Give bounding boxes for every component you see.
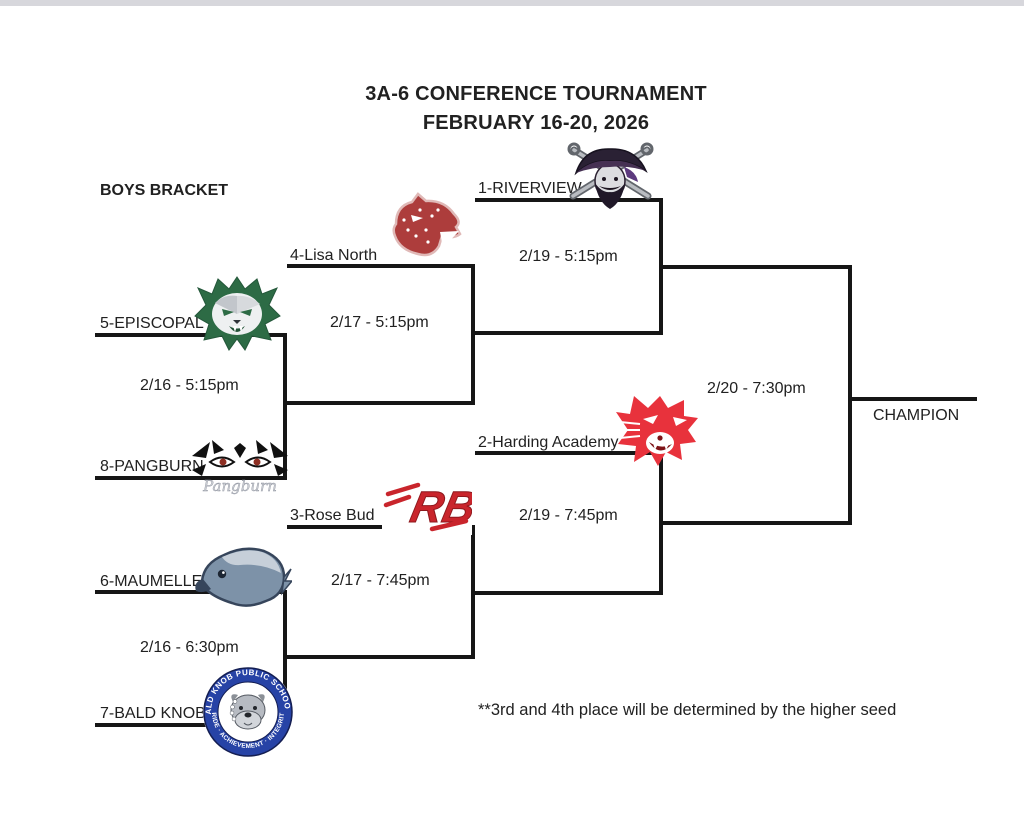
team-rose-bud-label: 3-Rose Bud (290, 507, 375, 524)
bracket-connector-r1-top (283, 333, 287, 480)
bracket-line-pangburn (95, 476, 287, 480)
team-riverview-label: 1-RIVERVIEW (478, 180, 582, 197)
bracket-line-qf-bottom-winner (471, 591, 663, 595)
game-time-r1-bottom: 2/16 - 6:30pm (140, 639, 239, 656)
bracket-line-lisa-north (287, 264, 475, 268)
tournament-title: 3A-6 CONFERENCE TOURNAMENT FEBRUARY 16-2… (46, 80, 1024, 138)
rose-bud-monogram-text: RB (406, 483, 472, 531)
tiger-eyes-icon: Pangburn (192, 440, 288, 495)
game-time-qf-top: 2/17 - 5:15pm (330, 314, 429, 331)
team-pangburn-label: 8-PANGBURN (100, 458, 204, 475)
bulldog-badge-icon: BALD KNOB PUBLIC SCHOOLS PRIDE · ACHIEVE… (202, 666, 293, 757)
pangburn-script-text: Pangburn (202, 477, 277, 495)
bracket-line-r1-bottom-winner (283, 655, 475, 659)
team-lisa-north-label: 4-Lisa North (290, 247, 378, 264)
champion-label: CHAMPION (873, 407, 960, 424)
team-episcopal-label: 5-EPISCOPAL (100, 315, 204, 332)
game-time-qf-bottom: 2/17 - 7:45pm (331, 572, 430, 589)
bracket-line-sf-bottom-winner (659, 521, 852, 525)
team-harding-academy-label: 2-Harding Academy (478, 434, 619, 451)
bracket-line-champion (848, 397, 977, 401)
bracket-line-bald-knob (95, 723, 287, 727)
game-time-sf-bottom: 2/19 - 7:45pm (519, 507, 618, 524)
pirate-icon (567, 142, 654, 209)
game-time-r1-top: 2/16 - 5:15pm (140, 377, 239, 394)
title-line1: 3A-6 CONFERENCE TOURNAMENT (365, 83, 707, 105)
game-time-sf-top: 2/19 - 5:15pm (519, 248, 618, 265)
team-maumelle-label: 6-MAUMELLE (100, 573, 203, 590)
hawk-icon (195, 547, 292, 607)
bracket-line-r1-top-winner (283, 401, 475, 405)
red-wildcat-icon (616, 396, 698, 466)
title-line2: FEBRUARY 16-20, 2026 (422, 112, 650, 134)
rb-monogram-icon: RB (382, 477, 472, 535)
team-bald-knob-label: 7-BALD KNOB (100, 705, 206, 722)
bracket-line-harding (475, 451, 663, 455)
boys-bracket-label: BOYS BRACKET (100, 182, 229, 199)
footnote-3rd-4th-place: **3rd and 4th place will be determined b… (478, 701, 897, 719)
green-wildcat-icon (194, 276, 281, 351)
bracket-connector-final (848, 265, 852, 525)
bracket-line-maumelle (95, 590, 287, 594)
game-time-final: 2/20 - 7:30pm (707, 380, 806, 397)
bracket-line-qf-top-winner (471, 331, 663, 335)
bracket-line-riverview (475, 198, 663, 202)
bracket-line-sf-top-winner (659, 265, 852, 269)
window-top-border (0, 0, 1024, 6)
bracket-line-rose-bud (287, 525, 475, 529)
bracket-line-episcopal (95, 333, 287, 337)
jaguar-icon (392, 192, 462, 257)
